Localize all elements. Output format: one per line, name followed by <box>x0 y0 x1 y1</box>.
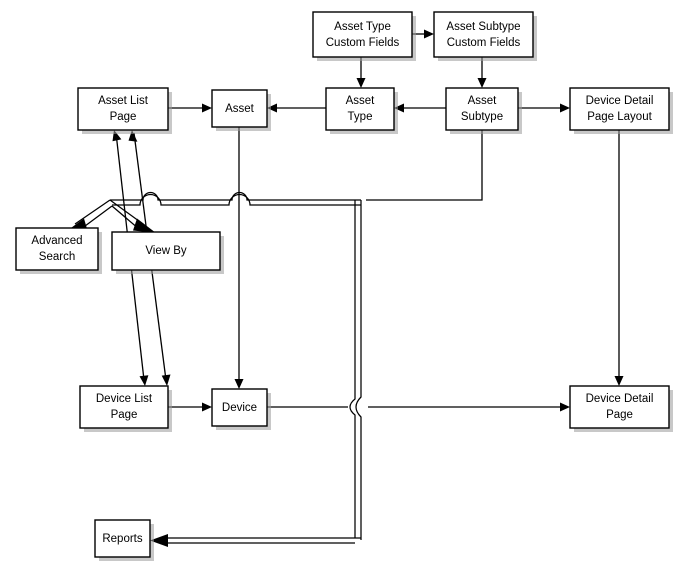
bus-double-line-horizontal <box>110 191 361 206</box>
node-label-device-list-page-line1: Device List <box>96 393 153 405</box>
node-label-device-detail-page-line2: Page <box>606 409 633 421</box>
edge-asset-subtype-to-bus <box>366 130 483 201</box>
edge-asset-type-to-asset <box>267 103 326 113</box>
node-label-reports: Reports <box>102 533 143 545</box>
node-asset-subtype[interactable]: Asset Subtype <box>445 87 522 134</box>
edge-device-detail-page-layout-to-device-detail-page <box>614 130 624 386</box>
edge-device-to-device-detail-page <box>267 402 570 412</box>
edge-asset-subtype-to-asset-type <box>394 103 446 113</box>
node-label-device-detail-page-line1: Device Detail <box>586 393 654 405</box>
node-asset-type-custom-fields[interactable]: Asset Type Custom Fields <box>312 11 416 61</box>
node-label-asset-subtype-line2: Subtype <box>461 111 503 123</box>
edge-ascf-to-asset-subtype <box>477 57 487 88</box>
node-advanced-search[interactable]: Advanced Search <box>15 227 102 274</box>
node-device-detail-page[interactable]: Device Detail Page <box>569 385 673 432</box>
edge-atcf-to-asset-type <box>356 57 366 88</box>
nodes-layer: Asset Type Custom Fields Asset Subtype C… <box>15 11 673 561</box>
node-label-asset: Asset <box>225 103 255 115</box>
node-label-asset-type-line1: Asset <box>346 95 376 107</box>
node-asset[interactable]: Asset <box>211 89 271 131</box>
node-label-asset-type-custom-fields-line2: Custom Fields <box>326 37 400 49</box>
node-asset-type[interactable]: Asset Type <box>325 87 398 134</box>
node-reports[interactable]: Reports <box>94 519 154 561</box>
node-view-by[interactable]: View By <box>111 231 224 274</box>
edge-asset-to-device <box>234 127 244 389</box>
node-label-asset-subtype-line1: Asset <box>468 95 498 107</box>
node-label-advanced-search-line1: Advanced <box>31 235 82 247</box>
node-label-device-detail-page-layout-line2: Page Layout <box>587 111 652 123</box>
node-label-asset-list-page-line2: Page <box>110 111 137 123</box>
node-label-device-list-page-line2: Page <box>111 409 138 421</box>
node-asset-list-page[interactable]: Asset List Page <box>77 87 172 134</box>
edge-asset-list-page-to-asset <box>168 103 212 113</box>
node-label-asset-subtype-custom-fields-line1: Asset Subtype <box>446 21 520 33</box>
node-label-asset-type-custom-fields-line1: Asset Type <box>334 21 391 33</box>
node-label-asset-subtype-custom-fields-line2: Custom Fields <box>447 37 521 49</box>
node-device-list-page[interactable]: Device List Page <box>79 385 172 432</box>
node-label-view-by: View By <box>145 245 187 257</box>
node-device-detail-page-layout[interactable]: Device Detail Page Layout <box>569 87 673 134</box>
bus-double-line-vertical <box>349 200 362 538</box>
node-device[interactable]: Device <box>211 388 271 430</box>
edge-bus-to-reports <box>150 534 362 547</box>
edge-asset-subtype-to-device-detail-page-layout <box>518 103 570 113</box>
node-label-device-detail-page-layout-line1: Device Detail <box>586 95 654 107</box>
node-label-advanced-search-line2: Search <box>39 251 75 263</box>
edge-device-list-page-to-device <box>168 402 212 412</box>
node-label-device: Device <box>222 402 257 414</box>
node-asset-subtype-custom-fields[interactable]: Asset Subtype Custom Fields <box>433 11 537 61</box>
node-label-asset-list-page-line1: Asset List <box>98 95 149 107</box>
edge-bus-to-view-by <box>109 199 156 233</box>
node-label-asset-type-line2: Type <box>348 111 373 123</box>
